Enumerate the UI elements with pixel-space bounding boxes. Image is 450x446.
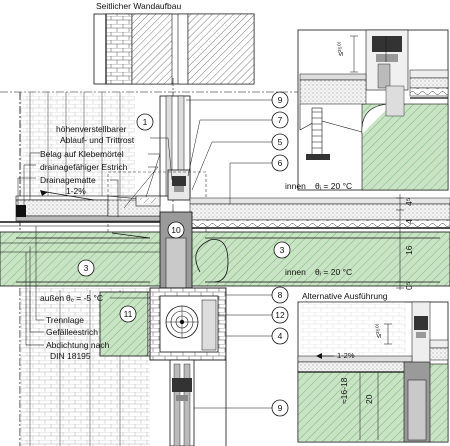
innen-mid: innen bbox=[285, 267, 306, 277]
callout-5: 5 bbox=[271, 133, 289, 151]
dim-d3: 16 bbox=[404, 245, 414, 255]
svg-text:4: 4 bbox=[278, 331, 283, 341]
theta-out: θₑ = -5 °C bbox=[66, 293, 103, 303]
belag-label: Belag auf Klebemörtel bbox=[40, 149, 124, 159]
svg-text:10: 10 bbox=[171, 225, 181, 235]
matte-label: Drainagematte bbox=[40, 175, 96, 185]
aussen-label: außen bbox=[40, 293, 64, 303]
title-label: Seitlicher Wandaufbau bbox=[96, 1, 181, 11]
callout-3-left: 3 bbox=[77, 259, 95, 277]
inset-alt bbox=[297, 301, 449, 443]
svg-text:7: 7 bbox=[278, 115, 283, 125]
theta-mid: θᵢ = 20 °C bbox=[315, 267, 352, 277]
svg-text:9: 9 bbox=[278, 403, 283, 413]
innen-top: innen bbox=[285, 181, 306, 191]
dim-d1: 4⁵ bbox=[404, 198, 414, 206]
dim-d2: 4 bbox=[404, 219, 414, 224]
lintel-box bbox=[99, 291, 149, 357]
dim-top-label: ≤²⁵⁰⁾ bbox=[336, 41, 345, 56]
callout-1: 1 bbox=[136, 113, 154, 131]
svg-text:1: 1 bbox=[143, 117, 148, 127]
concrete-slab bbox=[0, 231, 450, 287]
callout-3-right: 3 bbox=[273, 241, 291, 259]
leader-lines bbox=[17, 137, 173, 217]
svg-text:3: 3 bbox=[280, 245, 285, 255]
leader-lines-lower bbox=[25, 226, 150, 346]
dim-alt-1: ≈16-18 bbox=[339, 377, 349, 404]
callout-10: 10 bbox=[167, 221, 185, 239]
svg-text:3: 3 bbox=[84, 263, 89, 273]
terrace-screed bbox=[15, 199, 109, 217]
gefaelle-label: Gefälleestrich bbox=[46, 327, 98, 337]
trennlage-label: Trennlage bbox=[46, 315, 84, 325]
svg-text:12: 12 bbox=[275, 310, 285, 320]
callout-9-bottom: 9 bbox=[271, 399, 289, 417]
svg-text:11: 11 bbox=[124, 309, 133, 319]
inset-top bbox=[297, 29, 449, 191]
drain-label-2: Ablauf- und Trittrost bbox=[60, 135, 135, 145]
callout-11: 11 bbox=[119, 305, 137, 323]
dim-alt-label: ≤²⁵⁰⁾ bbox=[374, 323, 383, 338]
abdichtung-label-1: Abdichtung nach bbox=[46, 340, 110, 350]
callout-circles: 1 9 7 5 6 10 3 3 8 12 4 11 9 bbox=[77, 91, 291, 417]
abdichtung-label-2: DIN 18195 bbox=[50, 351, 91, 361]
alt-title: Alternative Ausführung bbox=[302, 291, 388, 301]
callout-8: 8 bbox=[271, 286, 289, 304]
lower-window bbox=[169, 359, 195, 446]
svg-text:5: 5 bbox=[278, 137, 283, 147]
top-wall-box bbox=[93, 13, 255, 85]
dim-chain bbox=[396, 194, 404, 290]
callout-leaders bbox=[186, 99, 272, 409]
theta-top: θᵢ = 20 °C bbox=[315, 181, 352, 191]
dim-d4: 0⁵ bbox=[404, 282, 414, 290]
callout-9-top: 9 bbox=[271, 91, 289, 109]
slope-alt-label: 1-2% bbox=[337, 351, 355, 360]
svg-text:9: 9 bbox=[278, 95, 283, 105]
callout-6: 6 bbox=[271, 154, 289, 172]
svg-text:6: 6 bbox=[278, 158, 283, 168]
svg-text:8: 8 bbox=[278, 290, 283, 300]
callout-4: 4 bbox=[271, 327, 289, 345]
slope-top-label: 1-2% bbox=[66, 186, 86, 196]
facade-brick bbox=[20, 92, 135, 202]
dim-alt-2: 20 bbox=[364, 394, 374, 404]
callout-7: 7 bbox=[271, 111, 289, 129]
estrich-label: drainagefähiger Estrich bbox=[40, 162, 128, 172]
callout-12: 12 bbox=[271, 306, 289, 324]
drain-label-1: höhenverstellbarer bbox=[56, 124, 127, 134]
